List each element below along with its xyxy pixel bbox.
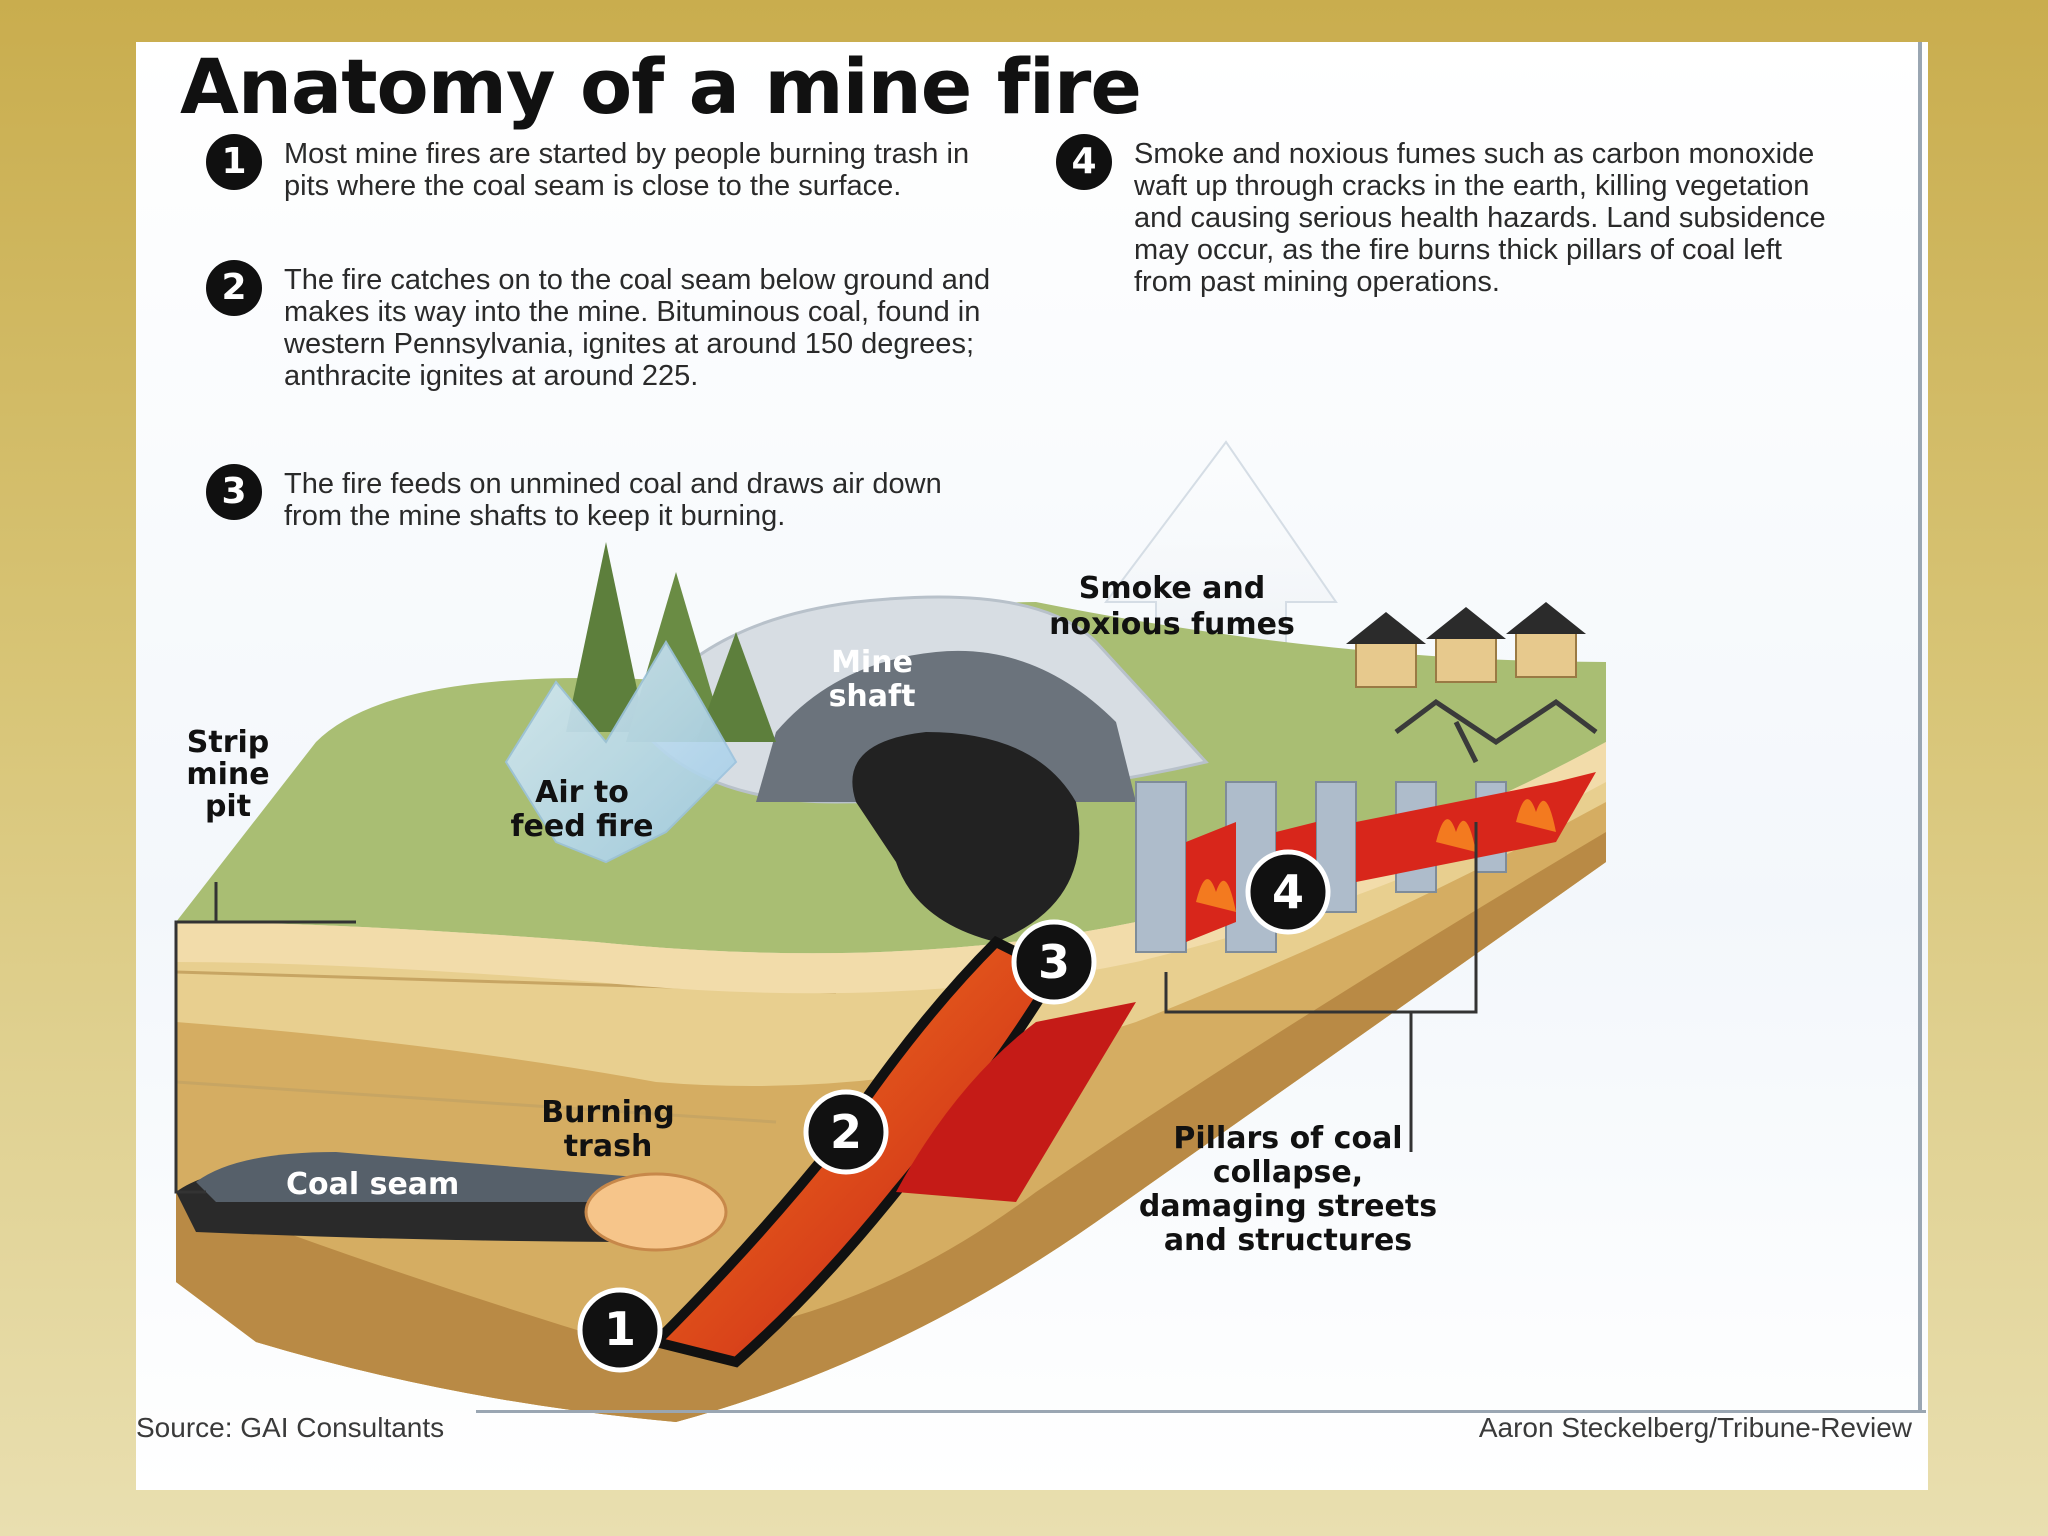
marker-4: 4 — [1245, 849, 1331, 935]
label-coal-seam: Coal seam — [286, 1167, 459, 1202]
earth-layer-deep — [176, 832, 1606, 1422]
strata-line — [175, 1080, 777, 1124]
svg-text:damaging streets: damaging streets — [1139, 1189, 1437, 1224]
strip-pit-bracket — [174, 882, 356, 1194]
step-number-badge: 1 — [206, 134, 262, 190]
flame — [1196, 879, 1236, 912]
mine-fire-illustration: 1 2 3 4 Strip mine pit Air to feed fire … — [174, 440, 1606, 1422]
bottom-rule — [476, 1410, 1926, 1413]
house-roof — [1346, 612, 1426, 644]
svg-text:Burning: Burning — [541, 1095, 675, 1130]
svg-text:shaft: shaft — [829, 679, 916, 714]
house-roof — [1506, 602, 1586, 634]
svg-text:Air to: Air to — [535, 775, 629, 810]
flame — [1436, 819, 1476, 852]
coal-seam-top — [196, 1152, 696, 1202]
step-3: 3 The fire feeds on unmined coal and dra… — [206, 464, 986, 538]
ground-cracks — [1394, 698, 1598, 764]
step-number-badge: 2 — [206, 260, 262, 316]
house — [1355, 641, 1417, 688]
svg-text:Strip: Strip — [187, 725, 270, 760]
svg-text:pit: pit — [205, 789, 251, 824]
svg-text:mine: mine — [186, 757, 269, 792]
artist-credit: Aaron Steckelberg/Tribune-Review — [1478, 1412, 1912, 1443]
pillars-bracket — [1164, 822, 1478, 1152]
svg-text:and structures: and structures — [1164, 1223, 1412, 1258]
step-text: The fire catches on to the coal seam bel… — [284, 264, 991, 392]
svg-text:4: 4 — [1272, 865, 1304, 919]
burning-trash-pit — [584, 1172, 728, 1252]
step-number-badge: 3 — [206, 464, 262, 520]
tree — [566, 542, 646, 732]
marker-3: 3 — [1011, 919, 1097, 1005]
label-burning-trash: Burning trash — [541, 1095, 675, 1164]
tree — [696, 632, 776, 742]
svg-text:2: 2 — [830, 1105, 862, 1159]
house — [1515, 631, 1577, 678]
svg-text:feed fire: feed fire — [510, 809, 653, 844]
house — [1435, 636, 1497, 683]
house-roof — [1426, 607, 1506, 639]
step-text: Most mine fires are started by people bu… — [284, 138, 970, 202]
flame — [1516, 799, 1556, 832]
svg-text:collapse,: collapse, — [1213, 1155, 1363, 1190]
infographic-panel: Anatomy of a mine fire 1 Most mine fires… — [136, 42, 1928, 1490]
label-mine-shaft: Mine shaft — [829, 645, 916, 714]
svg-text:1: 1 — [604, 1302, 636, 1356]
label-strip-mine-pit: Strip mine pit — [186, 725, 269, 824]
label-pillars-collapse: Pillars of coal collapse, damaging stree… — [1139, 1121, 1437, 1258]
marker-1: 1 — [577, 1287, 663, 1373]
air-arrow — [504, 640, 738, 864]
svg-text:Smoke and: Smoke and — [1079, 571, 1266, 606]
step-1: 1 Most mine fires are started by people … — [206, 134, 986, 248]
step-2: 2 The fire catches on to the coal seam b… — [206, 260, 990, 434]
step-number-badge: 4 — [1056, 134, 1112, 190]
svg-text:noxious fumes: noxious fumes — [1049, 607, 1295, 642]
label-smoke-and-fumes: Smoke and noxious fumes — [1049, 571, 1295, 642]
coal-pillar — [1135, 781, 1187, 953]
svg-text:Mine: Mine — [831, 645, 913, 680]
svg-text:Pillars of coal: Pillars of coal — [1173, 1121, 1402, 1156]
page-title: Anatomy of a mine fire — [180, 42, 1142, 131]
svg-text:3: 3 — [1038, 935, 1070, 989]
source-credit: Source: GAI Consultants — [136, 1412, 445, 1443]
step-text: The fire feeds on unmined coal and draws… — [284, 468, 942, 532]
step-4: 4 Smoke and noxious fumes such as carbon… — [1056, 134, 1836, 368]
marker-2: 2 — [803, 1089, 889, 1175]
panel-border — [1918, 42, 1922, 1412]
svg-text:trash: trash — [564, 1129, 653, 1164]
step-text: Smoke and noxious fumes such as carbon m… — [1134, 138, 1826, 298]
mine-shaft-opening — [852, 732, 1080, 942]
label-air-to-feed-fire: Air to feed fire — [510, 775, 653, 844]
fire-tunnel — [896, 1002, 1136, 1202]
